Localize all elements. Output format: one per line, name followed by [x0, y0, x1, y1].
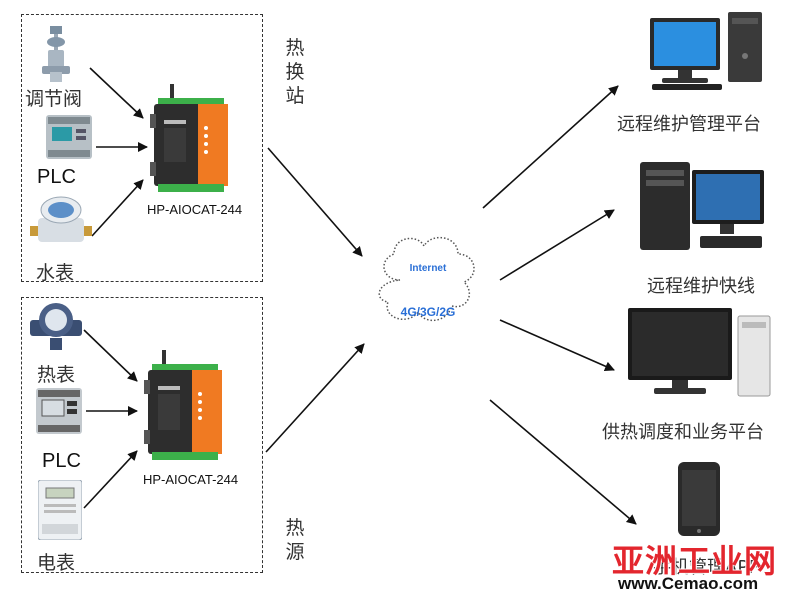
device-label-water-meter: 水表 [36, 262, 75, 284]
water-meter-icon [30, 196, 92, 242]
device-label-electric-meter: 电表 [37, 552, 76, 574]
control-valve-icon [42, 26, 70, 82]
side-label-heat-source: 热源 [285, 517, 305, 563]
watermark-logo: 亚洲工业网 www.Cemao.com [612, 536, 798, 596]
arrow-gateway-bottom-to-cloud [265, 343, 365, 453]
desktop-computer-icon [628, 308, 771, 397]
arrow-watermeter-to-gateway-top [91, 179, 144, 237]
internet-cloud-icon: Internet 4G/3G/2G [378, 236, 475, 321]
arrow-cloud-to-app [489, 399, 637, 525]
heat-meter-icon [30, 303, 82, 350]
target-label-dispatch-platform: 供热调度和业务平台 [602, 422, 764, 443]
side-label-heat-exchange-station: 热换站 [285, 37, 305, 107]
cloud-top-text: Internet [410, 263, 447, 274]
device-label-heat-meter: 热表 [37, 364, 76, 386]
smartphone-icon [678, 462, 720, 536]
desktop-computer-icon [640, 162, 764, 250]
plc-icon [46, 115, 92, 159]
desktop-computer-icon [650, 12, 762, 90]
target-label-mobile-app: 手机管理APP [653, 557, 760, 578]
gateway-device-top [150, 84, 228, 192]
arrow-electricmeter-to-gateway-bottom [83, 450, 138, 509]
group-heat-exchange-station [21, 14, 263, 282]
target-label-platform: 远程维护管理平台 [617, 114, 761, 135]
device-label-valve: 调节阀 [25, 88, 83, 110]
arrow-cloud-to-dispatch [499, 319, 615, 371]
gateway-device-bottom [144, 350, 222, 460]
electric-meter-icon [38, 480, 82, 540]
arrow-cloud-to-platform [482, 85, 619, 209]
arrow-gateway-top-to-cloud [267, 147, 363, 257]
target-label-maintenance-line: 远程维护快线 [647, 276, 755, 297]
group-heat-source [21, 297, 263, 573]
cloud-bottom-text: 4G/3G/2G [401, 305, 456, 319]
gateway-model-label-top: HP-AIOCAT-244 [147, 202, 243, 217]
gateway-model-label-bottom: HP-AIOCAT-244 [143, 472, 239, 487]
watermark-url: www.Cemao.com [618, 574, 759, 593]
arrow-heatmeter-to-gateway-bottom [83, 329, 138, 382]
device-label-plc-bottom: PLC [42, 450, 81, 472]
arrow-valve-to-gateway-top [89, 67, 144, 119]
plc-icon [36, 388, 82, 434]
watermark-brand: 亚洲工业网 [612, 542, 778, 580]
arrow-cloud-to-maintenance [499, 209, 615, 281]
device-label-plc-top: PLC [37, 166, 76, 188]
